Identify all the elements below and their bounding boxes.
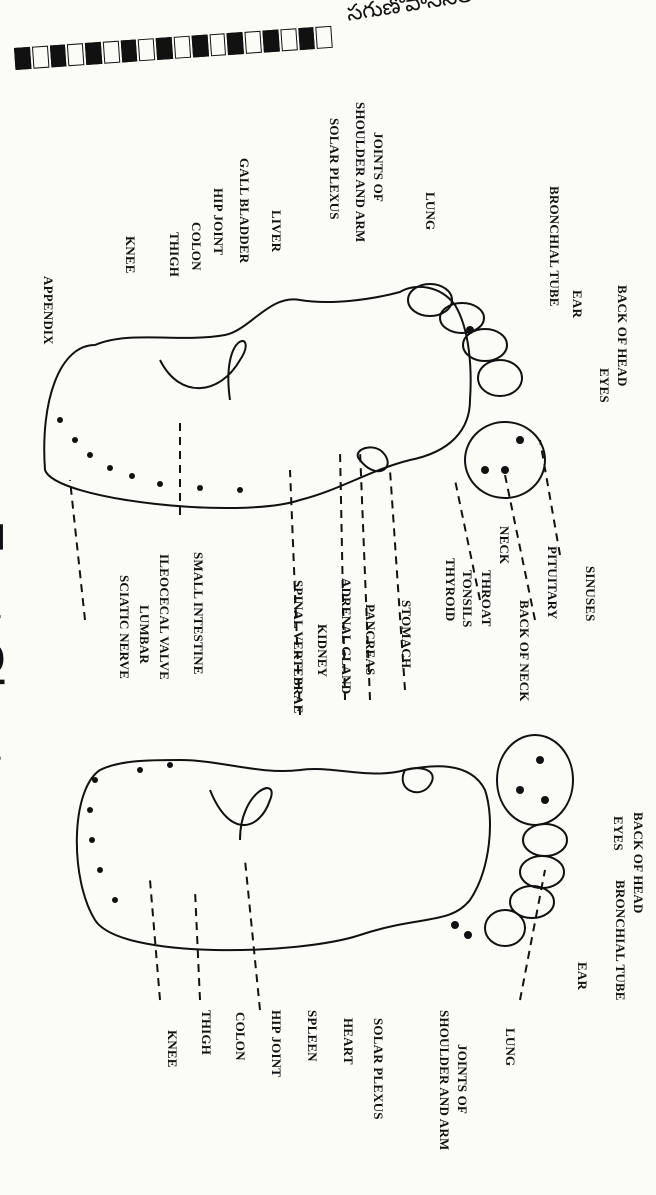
left-foot-outline bbox=[44, 287, 470, 508]
label-back-of-head-left: BACK OF HEAD bbox=[614, 285, 630, 387]
label-pancreas: PANCREAS bbox=[362, 604, 378, 675]
label-hip-joint-right: HIP JOINT bbox=[268, 1010, 284, 1077]
label-liver-left: LIVER bbox=[268, 210, 284, 252]
label-neck: NECK bbox=[496, 526, 512, 564]
left-toe-4 bbox=[478, 360, 522, 396]
right-toe-5 bbox=[485, 910, 525, 946]
label-spinal-vertebrae: SPINAL VERTEBRAE bbox=[290, 580, 306, 714]
label-thigh-right: THIGH bbox=[198, 1010, 214, 1055]
label-lumbar: LUMBAR bbox=[136, 605, 152, 664]
label-knee-right: KNEE bbox=[164, 1030, 180, 1068]
label-joints-of-left: JOINTS OF bbox=[370, 132, 386, 202]
label-knee-left: KNEE bbox=[122, 236, 138, 274]
label-tonsils: TONSILS bbox=[459, 570, 475, 628]
label-kidney: KIDNEY bbox=[314, 624, 330, 677]
label-spleen-right: SPLEEN bbox=[304, 1010, 320, 1062]
label-joints-of-right: JOINTS OF bbox=[454, 1044, 470, 1114]
right-foot-colon bbox=[210, 788, 272, 840]
label-appendix-left: APPENDIX bbox=[40, 276, 56, 345]
left-foot-colon bbox=[160, 341, 246, 400]
label-back-of-head-right: BACK OF HEAD bbox=[630, 812, 646, 914]
right-big-toe bbox=[497, 735, 573, 825]
label-lung-right: LUNG bbox=[502, 1028, 518, 1066]
label-bronchial-tube-left: BRONCHIAL TUBE bbox=[546, 186, 562, 307]
label-shoulder-arm-left: SHOULDER AND ARM bbox=[352, 102, 368, 242]
label-thigh-left: THIGH bbox=[166, 232, 182, 277]
label-colon-right: COLON bbox=[232, 1012, 248, 1061]
label-eyes-right: EYES bbox=[610, 816, 626, 851]
label-ileocecal-valve: ILEOCECAL VALVE bbox=[156, 554, 172, 680]
label-small-intestine: SMALL INTESTINE bbox=[190, 552, 206, 675]
label-colon-left: COLON bbox=[188, 222, 204, 271]
label-heart-right: HEART bbox=[340, 1018, 356, 1065]
label-pituitary: PITUITARY bbox=[544, 546, 560, 619]
label-bronchial-tube-right: BRONCHIAL TUBE bbox=[612, 880, 628, 1001]
label-sinuses: SINUSES bbox=[582, 566, 598, 622]
label-eyes-left: EYES bbox=[596, 368, 612, 403]
label-adrenal-gland: ADRENAL GLAND bbox=[338, 578, 354, 694]
label-solar-plexus-right: SOLAR PLEXUS bbox=[370, 1018, 386, 1120]
label-throat: THROAT bbox=[478, 570, 494, 627]
label-solar-plexus-left: SOLAR PLEXUS bbox=[326, 118, 342, 220]
chart-title: Foot Chart bbox=[0, 520, 14, 766]
left-big-toe bbox=[465, 422, 545, 498]
label-ear-left: EAR bbox=[569, 290, 585, 318]
label-hip-joint-left: HIP JOINT bbox=[210, 188, 226, 255]
label-ear-right: EAR bbox=[574, 962, 590, 990]
label-lung-left: LUNG bbox=[422, 192, 438, 230]
label-stomach: STOMACH bbox=[398, 600, 414, 668]
label-gall-bladder-left: GALL BLADDER bbox=[236, 158, 252, 263]
label-shoulder-arm-right: SHOULDER AND ARM bbox=[436, 1010, 452, 1150]
label-back-of-neck: BACK OF NECK bbox=[516, 600, 532, 702]
label-thyroid: THYROID bbox=[442, 558, 458, 622]
label-sciatic-nerve: SCIATIC NERVE bbox=[116, 575, 132, 679]
right-toe-2 bbox=[523, 824, 567, 856]
right-foot-stomach bbox=[403, 768, 433, 792]
